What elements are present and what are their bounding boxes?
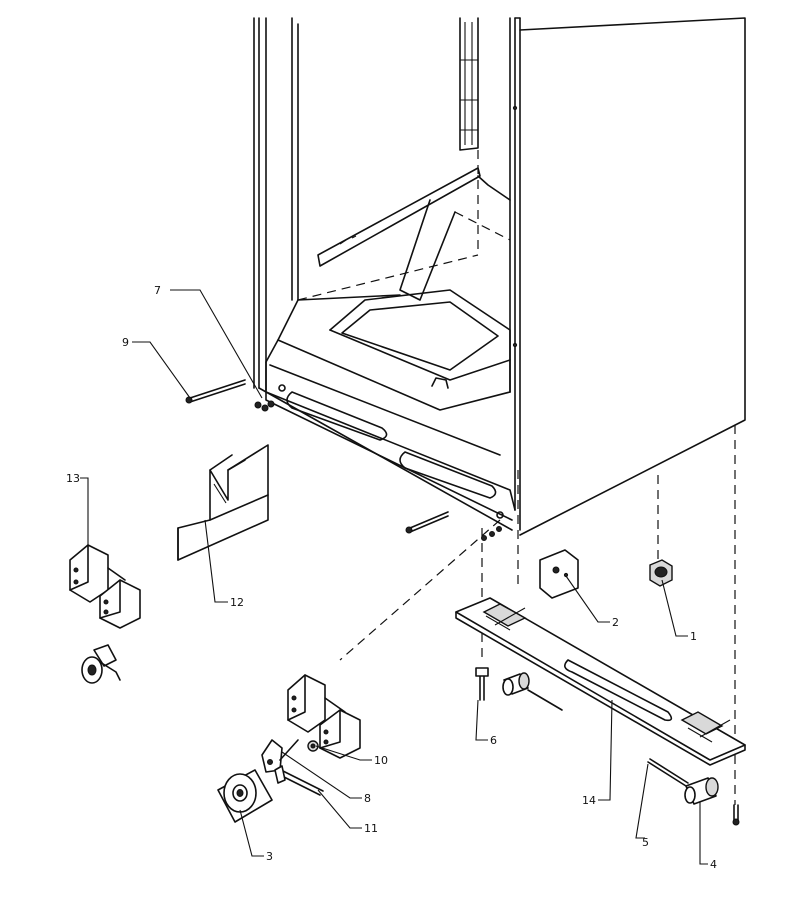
callout-12: 12 — [230, 596, 244, 609]
screw-9-icon — [185, 379, 246, 404]
pin-5-icon — [527, 689, 689, 787]
screw-icon — [732, 804, 740, 826]
roller-icon — [502, 672, 530, 696]
callout-6: 6 — [490, 734, 497, 747]
roller-bracket-icon — [287, 674, 361, 759]
clip-8-icon — [261, 739, 299, 773]
roller-wheel-icon — [81, 644, 121, 684]
screw-7-icon — [254, 400, 275, 412]
callout-2: 2 — [612, 616, 619, 629]
callout-3: 3 — [266, 850, 273, 863]
screw-icon — [405, 511, 502, 541]
base-rail-14-icon — [455, 597, 746, 766]
callout-13: 13 — [66, 472, 80, 485]
callout-5: 5 — [642, 836, 649, 849]
callout-9: 9 — [122, 336, 129, 349]
callout-14: 14 — [582, 794, 596, 807]
roller-wheel-3-icon — [217, 769, 273, 823]
refrigerator-cabinet — [253, 17, 746, 805]
callout-labels: 7 9 13 12 2 1 14 6 10 8 11 3 5 4 — [66, 284, 717, 871]
leveling-leg-1-icon — [649, 559, 673, 587]
callout-7: 7 — [154, 284, 161, 297]
callout-11: 11 — [364, 822, 378, 835]
callout-1: 1 — [690, 630, 697, 643]
callout-8: 8 — [364, 792, 371, 805]
axle-bolt-11-icon — [274, 765, 324, 796]
nut-10-icon — [307, 740, 319, 752]
roller-bracket-13-icon — [69, 544, 141, 629]
insulation-block-12-icon — [177, 444, 269, 561]
bracket-plate-2-icon — [539, 549, 579, 599]
screw-6-icon — [475, 667, 489, 701]
callout-10: 10 — [374, 754, 388, 767]
callout-leaders — [80, 289, 708, 865]
callout-4: 4 — [710, 858, 717, 871]
front-roller-4-icon — [684, 777, 719, 805]
